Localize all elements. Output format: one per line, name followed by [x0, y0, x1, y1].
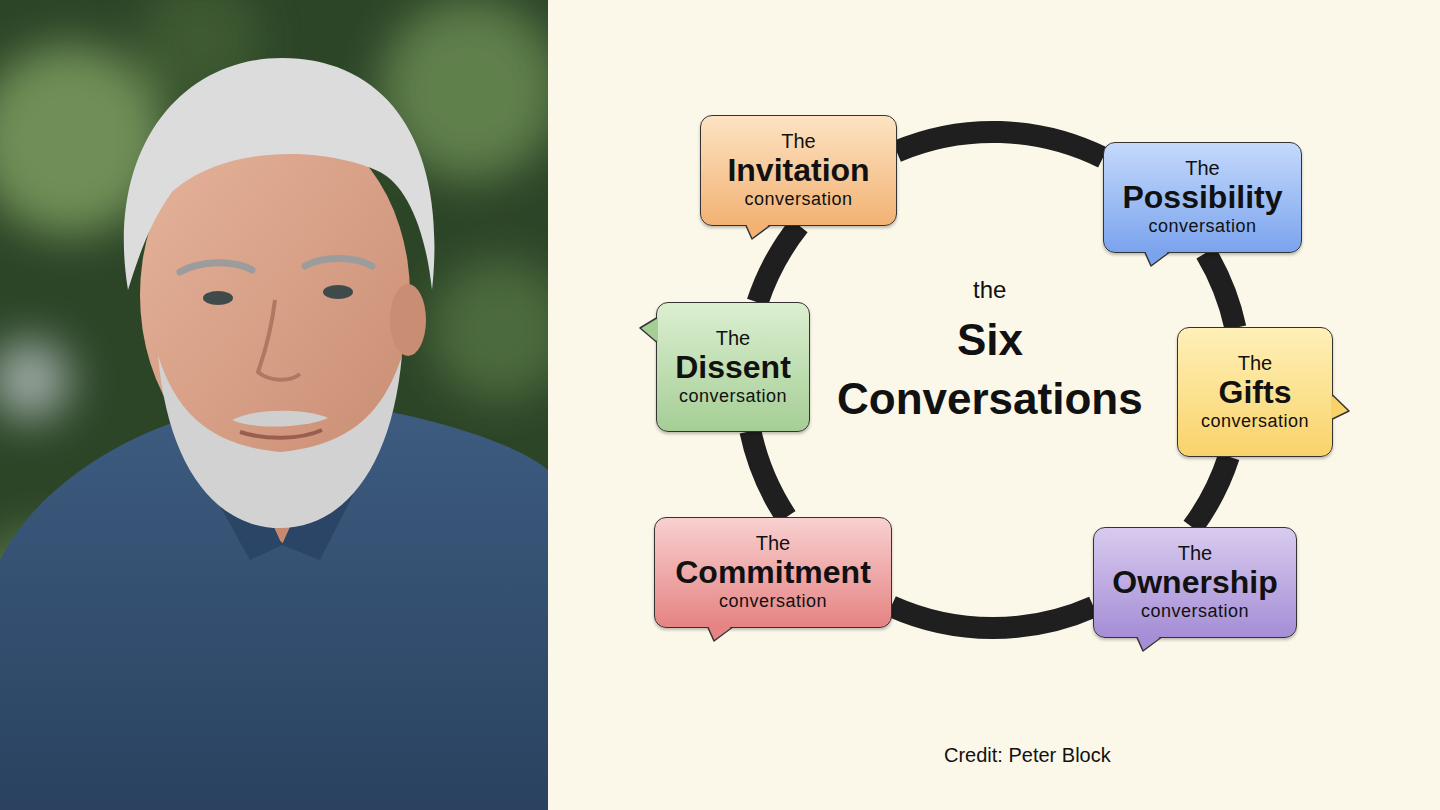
nose — [258, 300, 300, 380]
article-word: The — [1185, 157, 1219, 180]
article-word: The — [716, 327, 750, 350]
hair — [124, 58, 435, 290]
conversation-name: Gifts — [1219, 375, 1292, 411]
speech-bubble: TheCommitmentconversation — [654, 517, 892, 628]
ring-segment — [758, 226, 800, 303]
conversation-name: Commitment — [675, 555, 871, 591]
ring-segment — [1206, 253, 1236, 328]
conversation-name: Ownership — [1112, 565, 1277, 601]
speech-tail — [1331, 395, 1351, 421]
conversation-name: Dissent — [675, 350, 791, 386]
conversation-word: conversation — [1141, 601, 1249, 623]
ear — [390, 284, 426, 356]
ring-segment — [750, 431, 786, 517]
conversation-word: conversation — [1201, 411, 1309, 433]
portrait-photo — [0, 0, 548, 810]
article-word: The — [756, 532, 790, 555]
speech-tail — [1137, 636, 1163, 653]
eye — [323, 285, 353, 299]
eyebrow — [305, 259, 372, 267]
center-title: the — [973, 276, 1006, 304]
speech-tail — [638, 318, 658, 344]
mouth — [240, 430, 322, 438]
credit-caption: Credit: Peter Block — [944, 744, 1111, 767]
speech-bubble: TheOwnershipconversation — [1093, 527, 1297, 638]
conversation-word: conversation — [719, 591, 827, 613]
conversation-name: Invitation — [727, 153, 869, 189]
eye — [203, 291, 233, 305]
ring-segment — [891, 606, 1093, 628]
center-title: Six — [957, 315, 1023, 366]
speech-tail — [708, 626, 734, 643]
conversation-word: conversation — [744, 189, 852, 211]
speech-bubble: ThePossibilityconversation — [1103, 142, 1302, 253]
speech-bubble: TheGiftsconversation — [1177, 327, 1333, 457]
center-title: Conversations — [837, 374, 1143, 425]
ring-segment — [897, 132, 1103, 158]
speech-bubble: TheDissentconversation — [656, 302, 810, 432]
speech-bubble: TheInvitationconversation — [700, 115, 897, 226]
conversation-word: conversation — [679, 386, 787, 408]
speech-tail — [1145, 251, 1171, 268]
article-word: The — [781, 130, 815, 153]
eyebrow — [180, 263, 252, 272]
conversation-word: conversation — [1148, 216, 1256, 238]
article-word: The — [1238, 352, 1272, 375]
conversation-name: Possibility — [1122, 180, 1282, 216]
speech-tail — [746, 224, 772, 241]
ring-segment — [1192, 457, 1228, 528]
moustache — [232, 411, 328, 427]
article-word: The — [1178, 542, 1212, 565]
